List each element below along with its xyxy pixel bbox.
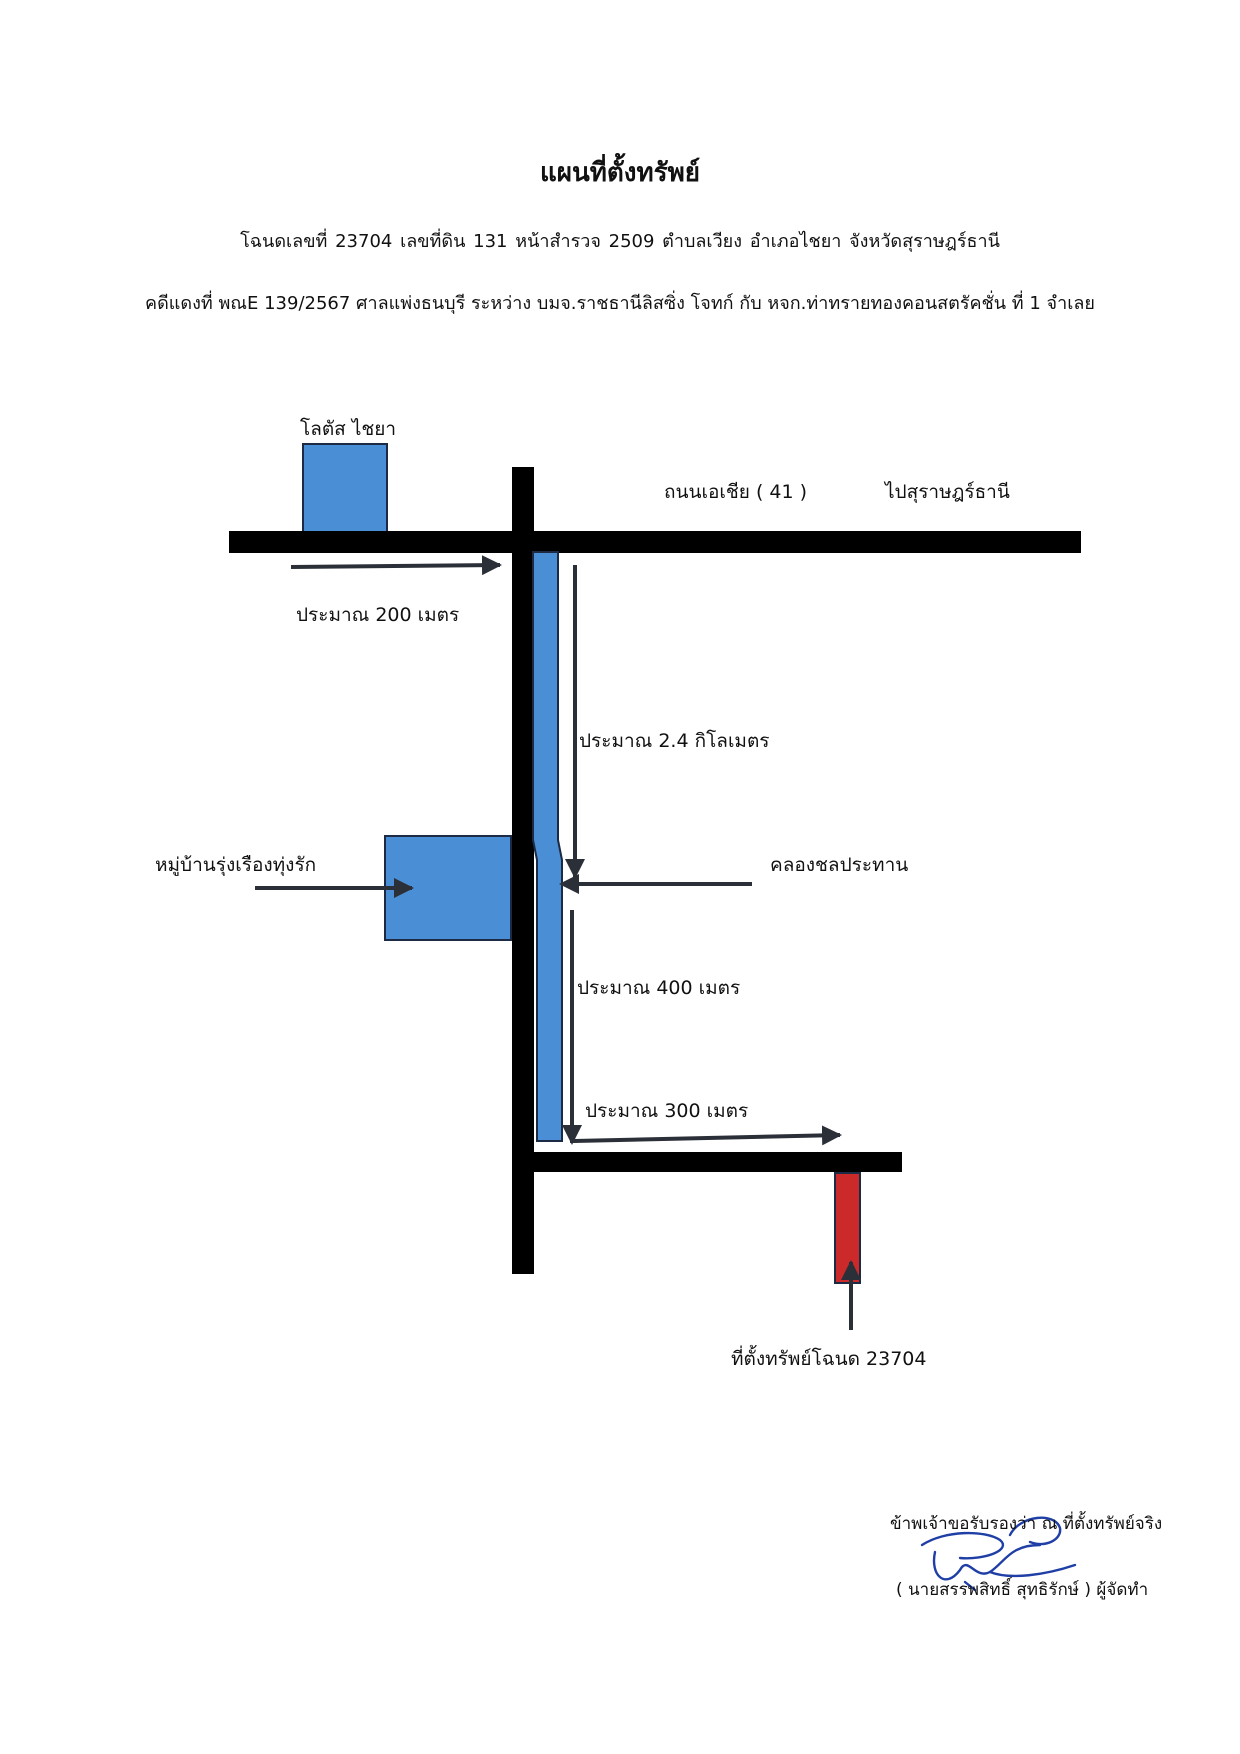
branch-road (534, 1152, 902, 1172)
arrow-300m (573, 1125, 842, 1146)
arrow-200m (290, 555, 502, 576)
deed-info-line: โฉนดเลขที่ 23704 เลขที่ดิน 131 หน้าสำรวจ… (240, 231, 1000, 252)
property-plot (834, 1172, 861, 1284)
case-info-line: คดีแดงที่ พณE 139/2567 ศาลแพ่งธนบุรี ระห… (145, 293, 1095, 314)
asia-highway (229, 531, 1081, 553)
property-label: ที่ตั้งทรัพย์โฉนด 23704 (731, 1348, 927, 1370)
distance-300m-label: ประมาณ 300 เมตร (585, 1100, 749, 1122)
canal-label: คลองชลประทาน (770, 854, 909, 876)
lotus-label: โลตัส ไชยา (300, 418, 397, 440)
certify-text: ข้าพเจ้าขอรับรองว่า ณ ที่ตั้งทรัพย์จริง (890, 1514, 1163, 1534)
village-label: หมู่บ้านรุ่งเรืองทุ่งรัก (155, 854, 317, 876)
side-road (512, 467, 534, 1274)
page-title: แผนที่ตั้งทรัพย์ (540, 158, 700, 188)
road-direction-label: ไปสุราษฎร์ธานี (885, 481, 1010, 503)
preparer-name: ( นายสรรพสิทธิ์ สุทธิรักษ์ ) ผู้จัดทำ (896, 1580, 1149, 1600)
signature-scribble (920, 1516, 1077, 1592)
irrigation-canal (532, 551, 563, 1142)
distance-200m-label: ประมาณ 200 เมตร (296, 604, 460, 626)
road-name-label: ถนนเอเชีย ( 41 ) (664, 481, 808, 503)
distance-400m-label: ประมาณ 400 เมตร (577, 977, 741, 999)
distance-2-4km-label: ประมาณ 2.4 กิโลเมตร (579, 730, 770, 752)
lotus-building (302, 443, 388, 533)
